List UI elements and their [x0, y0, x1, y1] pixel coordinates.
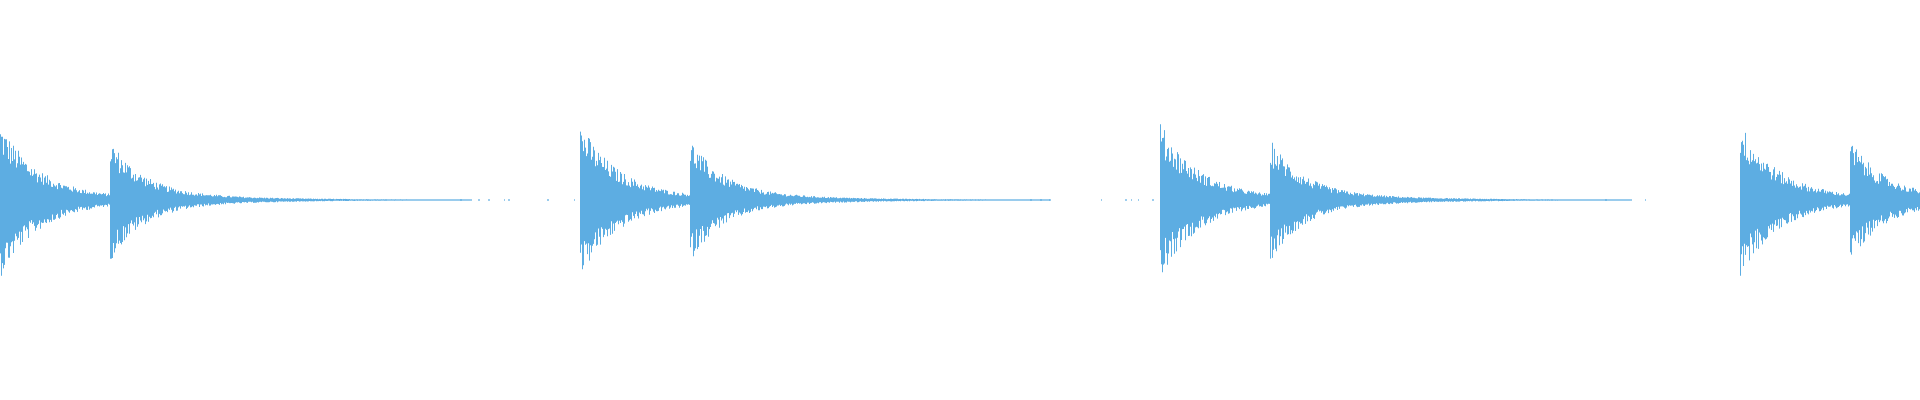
waveform-speck — [1630, 199, 1632, 201]
waveform-speck — [470, 199, 472, 201]
waveform-speck — [1040, 199, 1042, 201]
waveform-speck — [1605, 199, 1607, 201]
waveform-speck — [488, 199, 490, 201]
waveform-tail-specks — [460, 199, 1632, 201]
waveform-speck — [478, 199, 480, 201]
waveform-trace — [0, 124, 1920, 276]
waveform-speck — [1125, 199, 1127, 201]
waveform-speck — [508, 199, 510, 201]
waveform-speck — [460, 199, 462, 201]
waveform-speck — [1152, 199, 1154, 201]
waveform-speck — [1049, 199, 1051, 201]
waveform-speck — [1030, 199, 1032, 201]
